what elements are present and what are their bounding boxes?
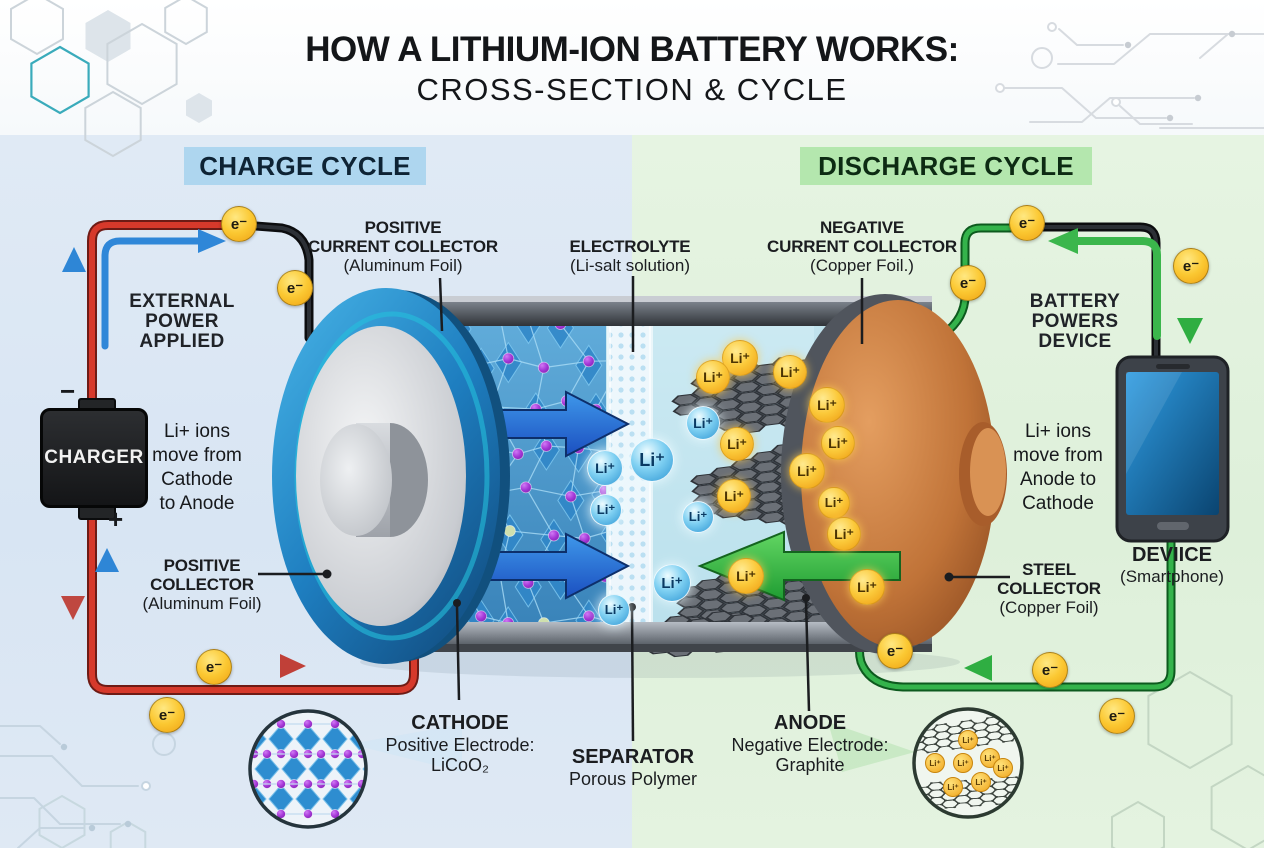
casing-bottom-rim bbox=[398, 644, 932, 652]
terminal-face bbox=[320, 424, 392, 536]
casing-top-rim bbox=[398, 296, 932, 304]
graphite-structure-inset: Li⁺Li⁺Li⁺Li⁺Li⁺Li⁺Li⁺ bbox=[914, 709, 1022, 817]
battery-shadow bbox=[360, 646, 960, 678]
page-subtitle: CROSS-SECTION & CYCLE bbox=[416, 72, 848, 107]
speaker-slot bbox=[1156, 364, 1190, 369]
svg-text:Li⁺: Li⁺ bbox=[962, 736, 973, 745]
smartphone-device bbox=[1115, 355, 1230, 543]
label-pointer-lines bbox=[258, 276, 1010, 742]
charge-circuit-wires bbox=[87, 220, 419, 695]
svg-text:Li⁺: Li⁺ bbox=[975, 778, 986, 787]
circuit-trace-decor bbox=[995, 22, 1264, 129]
svg-text:Li⁺: Li⁺ bbox=[984, 754, 995, 763]
minus-terminal-sign: − bbox=[60, 376, 76, 406]
svg-text:Li⁺: Li⁺ bbox=[947, 783, 958, 792]
anode-inset-callout bbox=[828, 722, 915, 772]
charger-label: CHARGER bbox=[44, 447, 144, 468]
battery-cross-section bbox=[272, 288, 1007, 664]
charger-box: CHARGER bbox=[40, 408, 148, 508]
plus-terminal-sign: + bbox=[108, 504, 124, 534]
cathode-inset-callout bbox=[350, 724, 462, 772]
device-screen bbox=[1126, 372, 1219, 515]
charger: CHARGER bbox=[40, 398, 148, 520]
circuit-trace-decor-bottom-left bbox=[0, 725, 176, 848]
svg-text:Li⁺: Li⁺ bbox=[929, 759, 940, 768]
flow-arrows bbox=[61, 228, 1203, 681]
positive-blue-end bbox=[272, 288, 510, 664]
svg-text:Li⁺: Li⁺ bbox=[957, 759, 968, 768]
page-title: HOW A LITHIUM-ION BATTERY WORKS: bbox=[305, 30, 959, 69]
svg-text:Li⁺: Li⁺ bbox=[997, 764, 1008, 773]
hexagon-decor bbox=[10, 0, 1264, 848]
discharge-cycle-heading: DISCHARGE CYCLE bbox=[800, 147, 1092, 185]
green-flow-arrow bbox=[1074, 237, 1161, 340]
home-button bbox=[1157, 522, 1189, 530]
charge-cycle-heading: CHARGE CYCLE bbox=[184, 147, 426, 185]
blue-flow-arrow bbox=[101, 237, 202, 350]
negative-copper-end bbox=[781, 294, 1007, 654]
